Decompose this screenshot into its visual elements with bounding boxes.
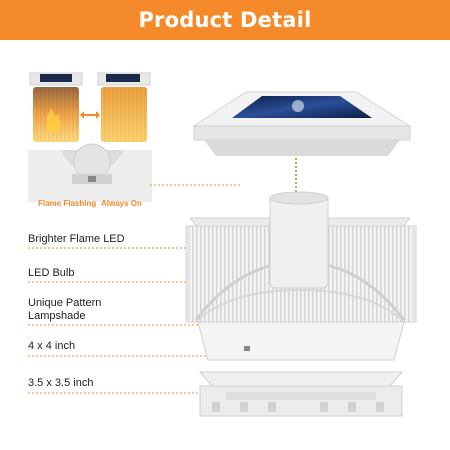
lampshade-label-line2: Lampshade bbox=[28, 310, 86, 322]
arrow-icon bbox=[80, 111, 100, 119]
lampshade-label-line1: Unique Pattern bbox=[28, 297, 102, 309]
flame-flashing-label: Flame Flashing bbox=[38, 199, 97, 208]
flame-flashing-thumbnail bbox=[29, 72, 83, 142]
switch-closeup bbox=[28, 143, 152, 202]
title-banner: Product Detail bbox=[0, 0, 450, 40]
always-on-thumbnail bbox=[97, 72, 151, 142]
outer-size-label: 4 x 4 inch bbox=[28, 340, 76, 352]
base-adapter bbox=[198, 371, 404, 417]
inner-size-label: 3.5 x 3.5 inch bbox=[28, 377, 94, 389]
brighter-flame-led-label: Brighter Flame LED bbox=[28, 233, 125, 245]
always-on-label: Always On bbox=[101, 199, 142, 208]
lampshade bbox=[185, 191, 417, 361]
led-bulb-label: LED Bulb bbox=[28, 267, 75, 279]
solar-cap bbox=[192, 91, 412, 205]
page-title: Product Detail bbox=[138, 8, 312, 32]
